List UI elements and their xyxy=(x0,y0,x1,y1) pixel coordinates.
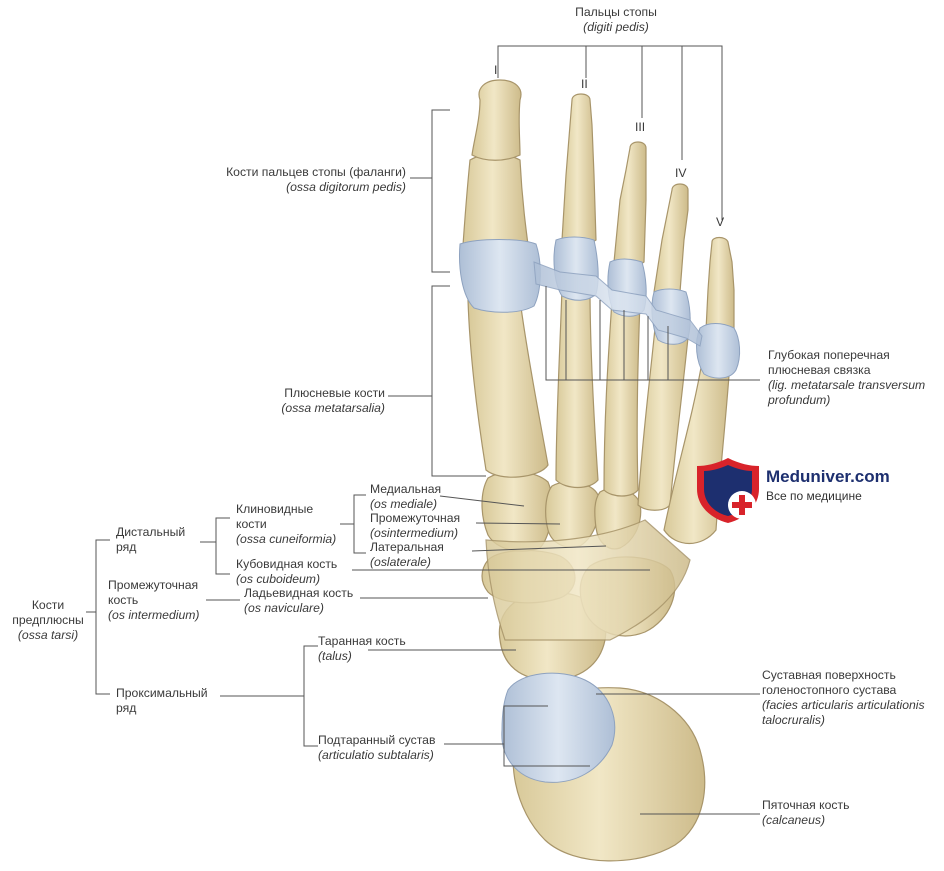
ankle-surface-latin1: (facies articularis articulationis xyxy=(762,698,925,712)
medial-name: Медиальная xyxy=(370,482,442,496)
tarsus-line1: Кости xyxy=(31,598,65,612)
intermediate-name: Промежуточная xyxy=(370,511,461,525)
mtp-joint-5 xyxy=(696,323,741,379)
intermediate-bone-latin: (os intermedium) xyxy=(108,608,200,622)
navicular-label: Ладьевидная кость (os naviculare) xyxy=(244,586,353,616)
tarsus-label: Кости предплюсны (ossa tarsi) xyxy=(10,598,86,643)
cuboid-latin: (os cuboideum) xyxy=(236,572,320,586)
subtalar-label: Подтаранный сустав (articulatio subtalar… xyxy=(318,733,435,763)
proximal-row-label: Проксимальный ряд xyxy=(116,686,208,716)
tarsus-latin: (ossa tarsi) xyxy=(17,628,79,642)
intermediate-bone-label: Промежуточная кость (os intermedium) xyxy=(108,578,199,623)
cartilage xyxy=(459,236,741,783)
tarsus-line2: предплюсны xyxy=(12,613,84,627)
ankle-surface-line2: голеностопного сустава xyxy=(762,683,897,697)
metatarsal-1 xyxy=(467,293,549,478)
leader-lines xyxy=(86,45,760,815)
medial-latin: (os mediale) xyxy=(370,497,438,511)
intermediate-label: Промежуточная (osintermedium) xyxy=(370,511,460,541)
metatarsals-latin: (ossa metatarsalia) xyxy=(281,401,385,415)
metatarsal-2 xyxy=(555,282,599,489)
intermediate-bone-line1: Промежуточная xyxy=(108,578,199,592)
meduniver-logo[interactable]: Meduniver.com Все по медицине xyxy=(694,455,914,525)
toes-latin: (digiti pedis) xyxy=(583,20,649,34)
lateral-latin: (oslaterale) xyxy=(370,555,431,569)
numeral-4: IV xyxy=(675,166,687,180)
proximal-row-line1: Проксимальный xyxy=(116,686,208,700)
navicular-name: Ладьевидная кость xyxy=(244,586,354,600)
talus-name: Таранная кость xyxy=(318,634,406,648)
talus-label: Таранная кость (talus) xyxy=(318,634,406,664)
medial-label: Медиальная (os mediale) xyxy=(370,482,441,512)
talus-latin: (talus) xyxy=(318,649,352,663)
intermediate-latin: (osintermedium) xyxy=(370,526,459,540)
phalanges-latin: (ossa digitorum pedis) xyxy=(286,180,406,194)
subtalar-latin: (articulatio subtalaris) xyxy=(318,748,434,762)
proximal-row-line2: ряд xyxy=(116,701,137,715)
numeral-2: II xyxy=(581,77,588,91)
lateral-label: Латеральная (oslaterale) xyxy=(370,540,444,570)
deep-ligament-latin1: (lig. metatarsale transversum xyxy=(768,378,926,392)
medial-cuneiform-bone xyxy=(481,471,553,552)
deep-ligament-latin2: profundum) xyxy=(768,393,831,407)
bones xyxy=(461,79,735,862)
cuboid-label: Кубовидная кость (os cuboideum) xyxy=(236,557,337,587)
logo-subtitle: Все по медицине xyxy=(766,489,862,503)
calcaneus-name: Пяточная кость xyxy=(762,798,850,812)
distal-row-line1: Дистальный xyxy=(116,525,186,539)
deep-ligament-label: Глубокая поперечная плюсневая связка (li… xyxy=(768,348,925,408)
metatarsals-name: Плюсневые кости xyxy=(284,386,385,400)
calcaneus-latin: (calcaneus) xyxy=(762,813,825,827)
metatarsals-label: Плюсневые кости (ossa metatarsalia) xyxy=(250,386,385,416)
metatarsal-3 xyxy=(603,294,641,497)
toe1-distal-phalanx xyxy=(471,79,522,161)
deep-ligament-band xyxy=(533,261,703,347)
mtp-joint-1 xyxy=(459,239,541,313)
toe2-phalanges xyxy=(561,93,597,246)
distal-row-line2: ряд xyxy=(116,540,137,554)
ankle-surface-latin2: talocruralis) xyxy=(762,713,825,727)
lateral-name: Латеральная xyxy=(370,540,444,554)
cuneiform-line1: Клиновидные xyxy=(236,502,314,516)
toe5-phalanges xyxy=(705,236,735,336)
tarsal-mass xyxy=(485,519,691,641)
distal-row-label: Дистальный ряд xyxy=(116,525,185,555)
phalanges-name: Кости пальцев стопы (фаланги) xyxy=(226,165,406,179)
cuboid-name: Кубовидная кость xyxy=(236,557,338,571)
logo-title: Meduniver.com xyxy=(766,467,890,486)
calcaneus-label: Пяточная кость (calcaneus) xyxy=(762,798,849,828)
ankle-surface-label: Суставная поверхность голеностопного сус… xyxy=(762,668,925,728)
intermediate-bone-line2: кость xyxy=(108,593,139,607)
phalanges-label: Кости пальцев стопы (фаланги) (ossa digi… xyxy=(180,165,406,195)
cuneiform-latin: (ossa cuneiformia) xyxy=(236,532,337,546)
cuneiform-line2: кости xyxy=(236,517,267,531)
deep-ligament-line2: плюсневая связка xyxy=(768,363,871,377)
subtalar-name: Подтаранный сустав xyxy=(318,733,436,747)
numeral-3: III xyxy=(635,120,646,134)
toe3-phalanges xyxy=(613,141,647,268)
toes-name: Пальцы стопы xyxy=(575,5,657,19)
toe4-phalanges xyxy=(653,183,689,298)
toes-label: Пальцы стопы (digiti pedis) xyxy=(556,5,676,35)
deep-ligament-line1: Глубокая поперечная xyxy=(768,348,890,362)
shield-icon xyxy=(697,458,759,523)
navicular-latin: (os naviculare) xyxy=(244,601,324,615)
cuneiform-label: Клиновидные кости (ossa cuneiformia) xyxy=(236,502,336,547)
ankle-surface-line1: Суставная поверхность xyxy=(762,668,896,682)
numeral-5: V xyxy=(716,215,725,229)
talar-articular-surface xyxy=(501,672,616,783)
numeral-1: I xyxy=(494,63,498,77)
